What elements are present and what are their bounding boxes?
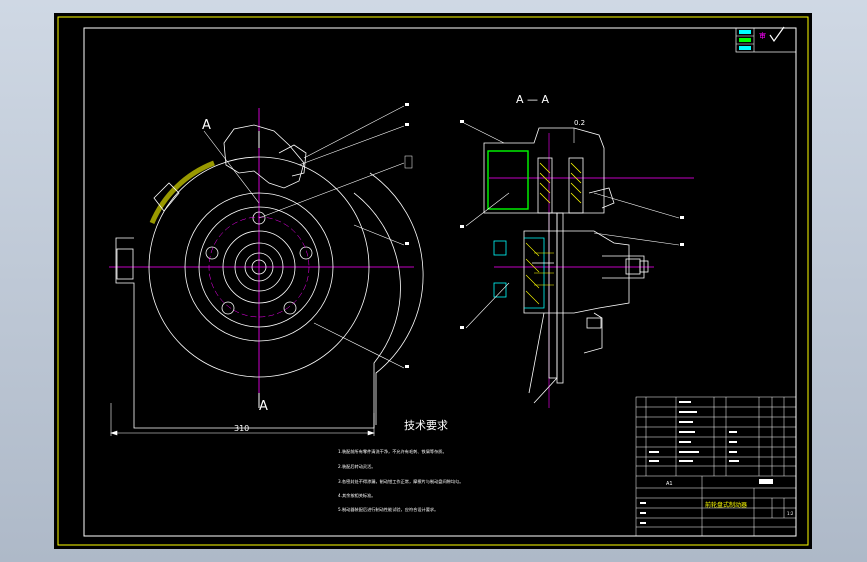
dimension-width [110, 403, 375, 436]
drawing-canvas: 审 A A [57, 16, 809, 546]
leader-lines-left [203, 105, 405, 369]
tolerance-label: 0.2 [574, 119, 585, 127]
section-marker-bottom: A [259, 399, 268, 414]
disc-section [548, 212, 558, 379]
approval-stamp: 审 [735, 26, 797, 53]
scale-label: 1:2 [787, 511, 794, 516]
outer-frame [57, 16, 809, 546]
hub-flange [198, 206, 320, 328]
section-title: A — A [516, 93, 550, 106]
tech-requirements-title: 技术要求 [404, 419, 448, 432]
tech-notes: 1.装配前所有零件清洗干净，不允许有毛刺、铁屑等杂质。 2.装配后转动灵活。 3… [338, 448, 463, 513]
sheet-label: A1 [666, 481, 673, 487]
inner-frame [83, 27, 797, 537]
caliper-piston [487, 150, 529, 210]
title-block [635, 396, 797, 537]
stamp-label: 审 [759, 31, 766, 40]
tech-note-4: 4.其余按相关标准。 [338, 492, 376, 499]
section-view [483, 127, 694, 408]
disc-friction-ring [184, 192, 334, 342]
leader-lines-right [463, 122, 680, 329]
tech-note-5: 5.制动器装配后进行制动性能试验，应符合设计要求。 [338, 506, 438, 513]
dimension-width-label: 310 [234, 424, 249, 433]
drawing-sheet: 审 A A [54, 13, 812, 549]
tech-note-3: 3.各密封处不得渗漏，制动钳工作正常，摩擦片与制动盘间隙均匀。 [338, 478, 463, 485]
section-marker-top: A [202, 118, 211, 133]
tech-note-2: 2.装配后转动灵活。 [338, 463, 376, 470]
front-view [109, 108, 424, 429]
brake-disc-outer [148, 156, 370, 378]
hub-section [523, 230, 630, 314]
drawing-title: 前轮盘式制动器 [705, 501, 747, 509]
tech-note-1: 1.装配前所有零件清洗干净，不允许有毛刺、铁屑等杂质。 [338, 448, 447, 455]
check-icon [769, 26, 785, 43]
parts-list-text [640, 401, 773, 524]
caliper-body [483, 127, 605, 214]
